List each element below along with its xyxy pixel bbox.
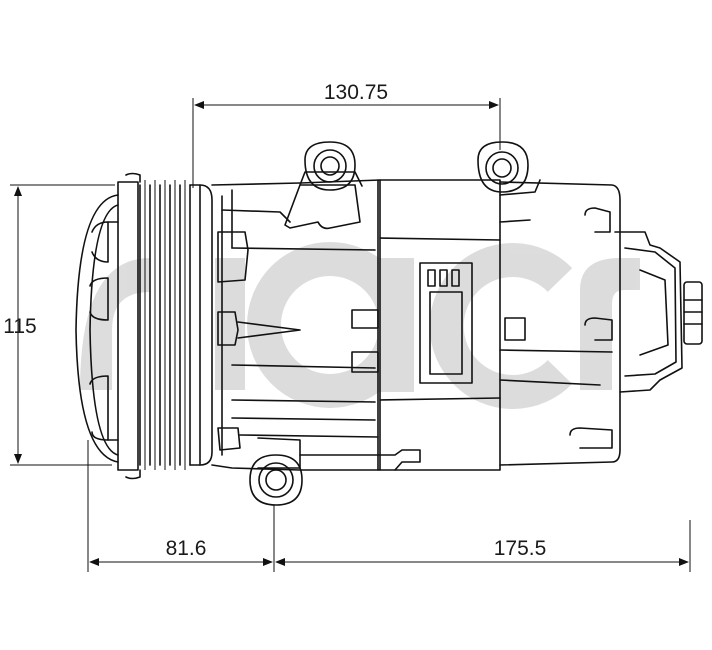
- lug-top-left: [304, 141, 356, 191]
- dimension-bottom: 81.6 175.5: [87, 440, 691, 572]
- dimension-label-top: 130.75: [324, 81, 388, 104]
- clutch-front-plate: [75, 194, 119, 463]
- pulley-grooves: [139, 180, 191, 470]
- dimension-top: 130.75: [192, 81, 501, 188]
- watermark-logo: [80, 242, 640, 409]
- dimension-left: 115: [3, 184, 115, 466]
- lug-bottom: [249, 454, 303, 506]
- mounting-lugs: [249, 141, 529, 506]
- dimension-label-bottom-right: 175.5: [494, 537, 547, 560]
- compressor-body: [211, 171, 703, 471]
- pulley: [117, 172, 213, 480]
- dimension-label-bottom-left: 81.6: [166, 537, 207, 560]
- dimension-label-height: 115: [3, 315, 36, 338]
- lug-top-right: [477, 141, 529, 193]
